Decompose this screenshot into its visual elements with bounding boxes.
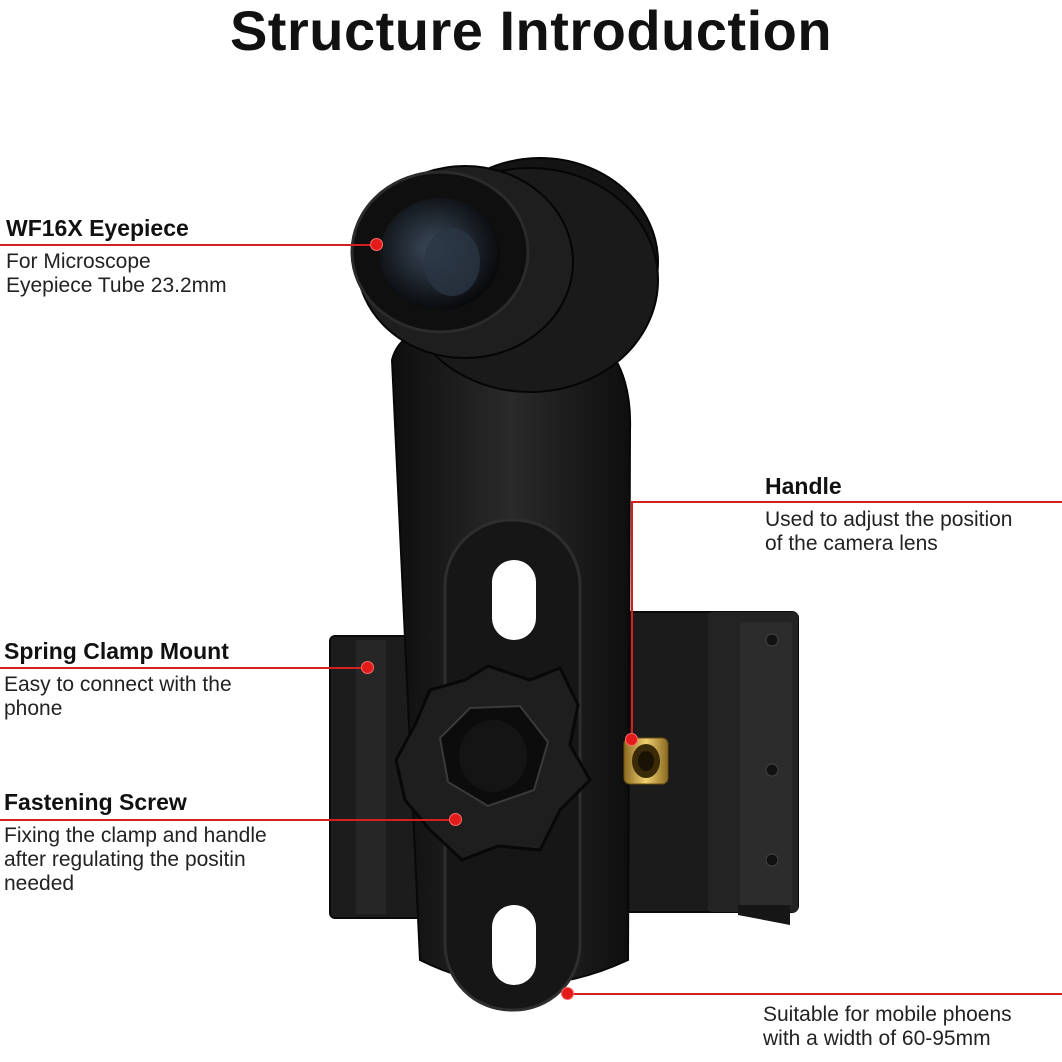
callout-spring-clamp-title: Spring Clamp Mount [4, 638, 229, 664]
callout-fastening-screw-desc-2: after regulating the positin [4, 848, 246, 871]
callout-eyepiece-desc-1: For Microscope [6, 250, 151, 273]
callout-width-desc-2: with a width of 60-95mm [763, 1027, 991, 1050]
page-title: Structure Introduction [229, 0, 833, 62]
callout-spring-clamp-desc-2: phone [4, 697, 63, 720]
marker-eyepiece [371, 239, 382, 250]
marker-fastening-screw [450, 814, 461, 825]
fastening-knob [394, 664, 592, 862]
leader-fastening-screw [0, 819, 456, 821]
callout-width-desc-1: Suitable for mobile phoens [763, 1003, 1012, 1026]
marker-handle [626, 734, 637, 745]
callout-fastening-screw-desc-3: needed [4, 872, 75, 895]
leader-handle-vertical [631, 501, 633, 741]
callout-eyepiece-title: WF16X Eyepiece [6, 215, 189, 241]
callout-fastening-screw-title: Fastening Screw [4, 789, 187, 815]
callout-width: Suitable for mobile phoens with a width … [763, 1003, 1012, 1051]
callout-handle-desc-1: Used to adjust the position [765, 508, 1013, 531]
brass-screw [623, 737, 669, 785]
leader-handle [632, 501, 1062, 503]
callout-fastening-screw: Fastening Screw Fixing the clamp and han… [4, 788, 267, 896]
eyepiece-assembly [350, 157, 659, 393]
clamp-body [617, 611, 799, 925]
handle-arm [390, 327, 632, 1012]
callout-handle-title: Handle [765, 473, 842, 499]
callout-handle: Handle Used to adjust the position of th… [765, 472, 1013, 556]
callout-fastening-screw-desc-1: Fixing the clamp and handle [4, 824, 267, 847]
leader-eyepiece [0, 244, 378, 246]
callout-eyepiece-desc-2: Eyepiece Tube 23.2mm [6, 274, 227, 297]
marker-width [562, 988, 573, 999]
leader-width [568, 993, 1062, 995]
callout-spring-clamp: Spring Clamp Mount Easy to connect with … [4, 637, 232, 721]
callout-eyepiece: WF16X Eyepiece For Microscope Eyepiece T… [6, 214, 227, 298]
callout-handle-desc-2: of the camera lens [765, 532, 938, 555]
leader-spring-clamp [0, 667, 368, 669]
marker-spring-clamp [362, 662, 373, 673]
callout-spring-clamp-desc-1: Easy to connect with the [4, 673, 232, 696]
